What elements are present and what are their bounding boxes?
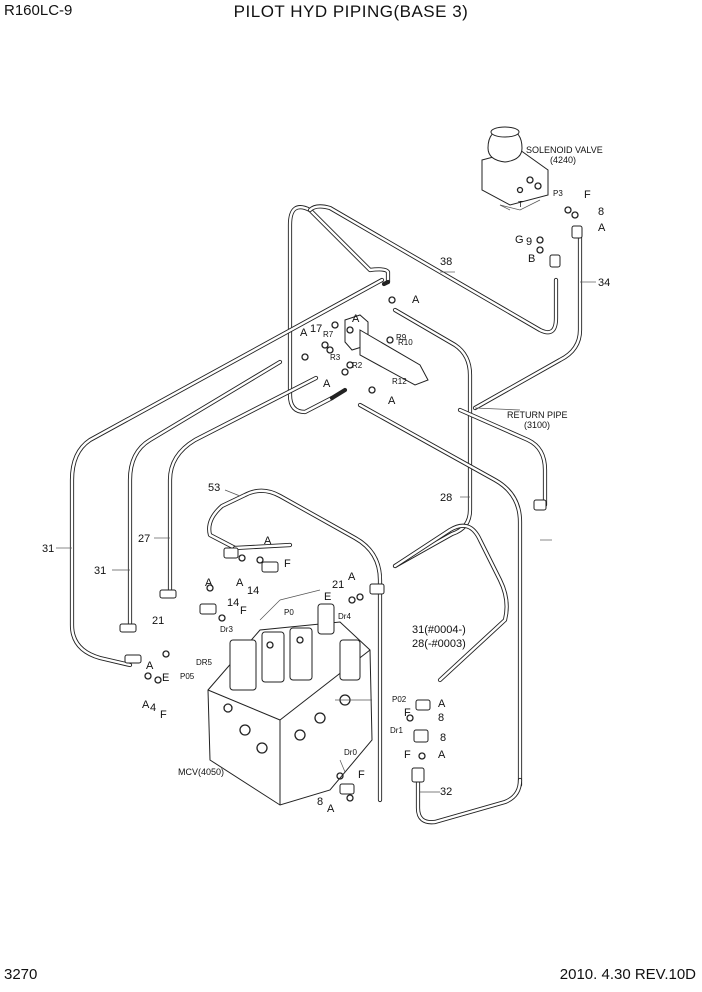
port-dr3: Dr3 — [220, 625, 233, 634]
pipe-27 — [167, 375, 319, 595]
pipe-32 — [415, 777, 523, 825]
callout-9: 9 — [526, 236, 532, 248]
port-p05: P05 — [180, 672, 195, 681]
mcv-block — [207, 603, 373, 806]
callout-21-a: 21 — [152, 615, 164, 627]
port-r3: R3 — [330, 353, 341, 362]
letter-a-dr1: A — [438, 749, 446, 761]
page-title: PILOT HYD PIPING(BASE 3) — [233, 2, 469, 21]
letter-a-r12: A — [388, 395, 396, 407]
letter-e-21: E — [324, 591, 331, 603]
port-dr1: Dr1 — [390, 726, 403, 735]
callout-14-a: 14 — [227, 597, 239, 609]
callout-21-b: 21 — [332, 579, 344, 591]
central-manifold — [301, 296, 429, 394]
pipe-34 — [472, 232, 583, 411]
pipe-28 — [392, 307, 473, 569]
letter-f-4: F — [160, 709, 167, 721]
callout-17: 17 — [310, 323, 322, 335]
letter-f-14: F — [240, 605, 247, 617]
letter-a-21a: A — [146, 660, 154, 672]
letter-a-sv: A — [598, 222, 606, 234]
pipe-28-lower — [392, 523, 509, 683]
callout-4: 4 — [150, 702, 156, 714]
callout-34: 34 — [598, 277, 610, 289]
pipe-shortlink — [232, 387, 348, 551]
letter-a-53: A — [264, 535, 272, 547]
letter-e-21a: E — [162, 672, 169, 684]
callout-8-c: 8 — [440, 732, 446, 744]
letter-f-p02: F — [404, 707, 411, 719]
letter-a-mid1: A — [352, 313, 360, 325]
page-number: 3270 — [4, 966, 38, 983]
callout-14-b: 14 — [247, 585, 259, 597]
leader-lines — [56, 204, 596, 793]
port-dr4: Dr4 — [338, 612, 351, 621]
letter-f-53: F — [284, 558, 291, 570]
port-p3: P3 — [553, 189, 563, 198]
callout-8-d: 8 — [317, 796, 323, 808]
port-r10: R10 — [398, 338, 413, 347]
solenoid-valve — [481, 126, 549, 211]
callout-8-a: 8 — [598, 206, 604, 218]
pipe-38 — [287, 205, 391, 415]
callout-31-b: 31 — [94, 565, 106, 577]
letter-a-4: A — [142, 699, 150, 711]
callout-32: 32 — [440, 786, 452, 798]
callout-28: 28 — [440, 492, 452, 504]
pipe-38-right — [307, 204, 559, 335]
callout-53: 53 — [208, 482, 220, 494]
letter-a-mid2: A — [300, 327, 308, 339]
mcv-label: MCV(4050) — [178, 767, 224, 777]
port-r7: R7 — [323, 330, 334, 339]
port-dr0: Dr0 — [344, 748, 357, 757]
port-r2: R2 — [352, 361, 363, 370]
fittings-left — [119, 547, 385, 684]
callout-8-b: 8 — [438, 712, 444, 724]
letter-a-dr0: A — [327, 803, 335, 815]
pipe-return-ext — [457, 407, 548, 508]
letter-g: G — [515, 234, 524, 246]
letter-a-21: A — [348, 571, 356, 583]
letter-f-sv: F — [584, 189, 591, 201]
fittings-right — [336, 206, 583, 802]
pipe-return — [357, 402, 523, 788]
port-t: T — [518, 200, 523, 209]
solenoid-valve-label: SOLENOID VALVE — [526, 145, 603, 155]
letter-a-27: A — [236, 577, 244, 589]
model-name: R160LC-9 — [4, 2, 73, 19]
solenoid-valve-ref: (4240) — [550, 155, 576, 165]
letter-a-top: A — [412, 294, 420, 306]
callout-38: 38 — [440, 256, 452, 268]
letter-f-dr1: F — [404, 749, 411, 761]
letter-b: B — [528, 253, 535, 265]
port-dr5: DR5 — [196, 658, 213, 667]
callout-28-serial: 28(-#0003) — [412, 638, 466, 650]
letter-a-27b: A — [205, 577, 213, 589]
port-r12: R12 — [392, 377, 407, 386]
letter-f-dr0: F — [358, 769, 365, 781]
port-r9: R9 — [396, 333, 407, 342]
port-p02: P02 — [392, 695, 407, 704]
pipe-31-inner — [127, 359, 283, 631]
letter-a-p02: A — [438, 698, 446, 710]
port-p0: P0 — [284, 608, 294, 617]
date-revision: 2010. 4.30 REV.10D — [559, 966, 696, 983]
letter-a-r2: A — [323, 378, 331, 390]
return-pipe-label: RETURN PIPE — [507, 410, 568, 420]
pipe-31-outer — [69, 277, 385, 668]
callout-31-a: 31 — [42, 543, 54, 555]
callout-27: 27 — [138, 533, 150, 545]
callout-31-serial: 31(#0004-) — [412, 624, 466, 636]
return-pipe-ref: (3100) — [524, 420, 550, 430]
pipe-53 — [207, 488, 383, 803]
